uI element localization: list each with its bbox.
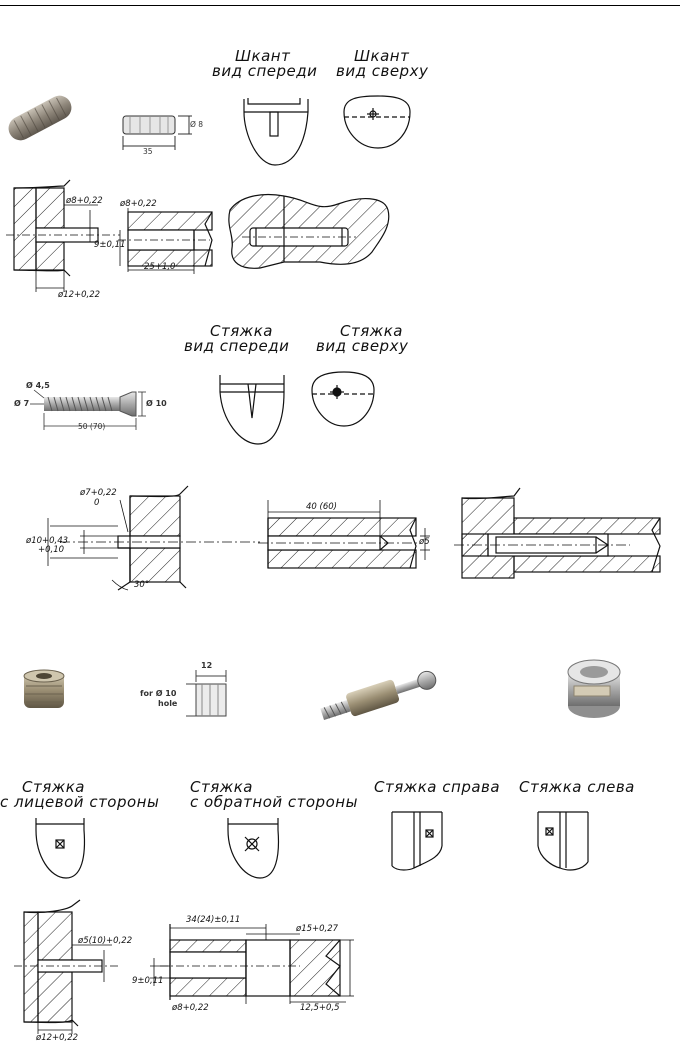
side-view-front <box>35 818 86 879</box>
screw-photo <box>30 389 146 430</box>
cam-hole-label: hole <box>158 699 178 708</box>
dowel-dimension-sketch <box>122 115 192 150</box>
dowel-diameter-label: Ø 8 <box>190 120 204 129</box>
side-left-title: Стяжка слева <box>519 778 635 796</box>
dowel-front-view <box>243 98 309 166</box>
side-front-subtitle: с лицевой стороны <box>0 793 160 811</box>
side-view-back <box>227 818 280 879</box>
header-rule <box>0 5 680 6</box>
screw-head-diameter: Ø 4,5 <box>26 381 50 390</box>
screw-hole-b-tolerance: +0,10 <box>38 545 65 555</box>
screw-hole-section-a <box>47 485 260 591</box>
screw-top-title: Стяжка <box>340 322 403 340</box>
screw-hole-a-diameter: ø7+0,22 <box>80 488 117 498</box>
dowel-front-subtitle: вид спереди <box>212 62 318 80</box>
dowel-hole-depth: 9±0,11 <box>94 240 126 250</box>
cam-hole-a-diameter: ø5(10)+0,22 <box>78 936 133 946</box>
side-back-subtitle: с обратной стороны <box>190 793 358 811</box>
cam-bolt-photo <box>320 670 437 721</box>
screw-front-title: Стяжка <box>210 322 273 340</box>
screw-front-view <box>219 375 285 445</box>
cam-hole-edge-distance: ø12+0,22 <box>36 1033 79 1043</box>
dowel-length-label: 35 <box>143 147 153 156</box>
dowel-joint-section <box>228 193 390 269</box>
dowel-hole-b-diameter: ø8+0,22 <box>120 199 157 209</box>
cam-insert-photo <box>23 669 65 708</box>
dowel-front-title: Шкант <box>235 47 291 65</box>
screw-joint-section <box>454 487 661 579</box>
screw-length-label: 50 (70) <box>78 422 106 431</box>
dowel-hole-length: 25+1,0 <box>144 262 176 272</box>
cam-lock-photo <box>567 659 621 718</box>
screw-hole-a-tolerance: 0 <box>94 498 100 508</box>
screw-core-diameter: Ø 7 <box>14 399 30 408</box>
cam-hole-section-a <box>14 899 120 1034</box>
dowel-top-title: Шкант <box>354 47 410 65</box>
screw-countersink-angle: 30° <box>134 580 150 590</box>
side-right-title: Стяжка справа <box>374 778 501 796</box>
cam-seat-depth: 12,5+0,5 <box>300 1003 340 1013</box>
screw-top-view <box>311 371 375 427</box>
side-view-right <box>391 811 443 871</box>
cam-hole-diameter: ø15+0,27 <box>296 924 339 934</box>
screw-hole-section-b <box>258 500 430 569</box>
dowel-top-view <box>343 95 411 149</box>
dowel-top-subtitle: вид сверху <box>336 62 429 80</box>
cam-hole-section-b <box>150 924 354 1004</box>
cam-hole-length: 34(24)±0,11 <box>186 915 241 925</box>
screw-hole-small-diameter: ø5 <box>419 537 430 547</box>
dowel-hole-section-a <box>6 179 120 292</box>
side-back-title: Стяжка <box>190 778 253 796</box>
dowel-photo <box>8 95 72 141</box>
dowel-hole-section-b <box>118 208 213 274</box>
side-view-left <box>537 811 589 871</box>
dowel-edge-distance: ø12+0,22 <box>58 290 101 300</box>
cam-bolt-hole-diameter: ø8+0,22 <box>172 1003 209 1013</box>
screw-top-subtitle: вид сверху <box>316 337 409 355</box>
cam-for-label: for Ø 10 <box>140 689 177 698</box>
cam-width-label: 12 <box>201 661 213 670</box>
screw-hole-depth: 40 (60) <box>306 502 337 512</box>
dowel-hole-a-diameter: ø8+0,22 <box>66 196 103 206</box>
screw-front-subtitle: вид спереди <box>184 337 290 355</box>
side-front-title: Стяжка <box>22 778 85 796</box>
cam-hole-depth: 9±0,11 <box>132 976 164 986</box>
screw-shaft-diameter: Ø 10 <box>146 399 167 408</box>
screw-hole-b-diameter: ø10+0,43 <box>26 536 69 546</box>
cam-insert-sketch <box>186 670 227 717</box>
